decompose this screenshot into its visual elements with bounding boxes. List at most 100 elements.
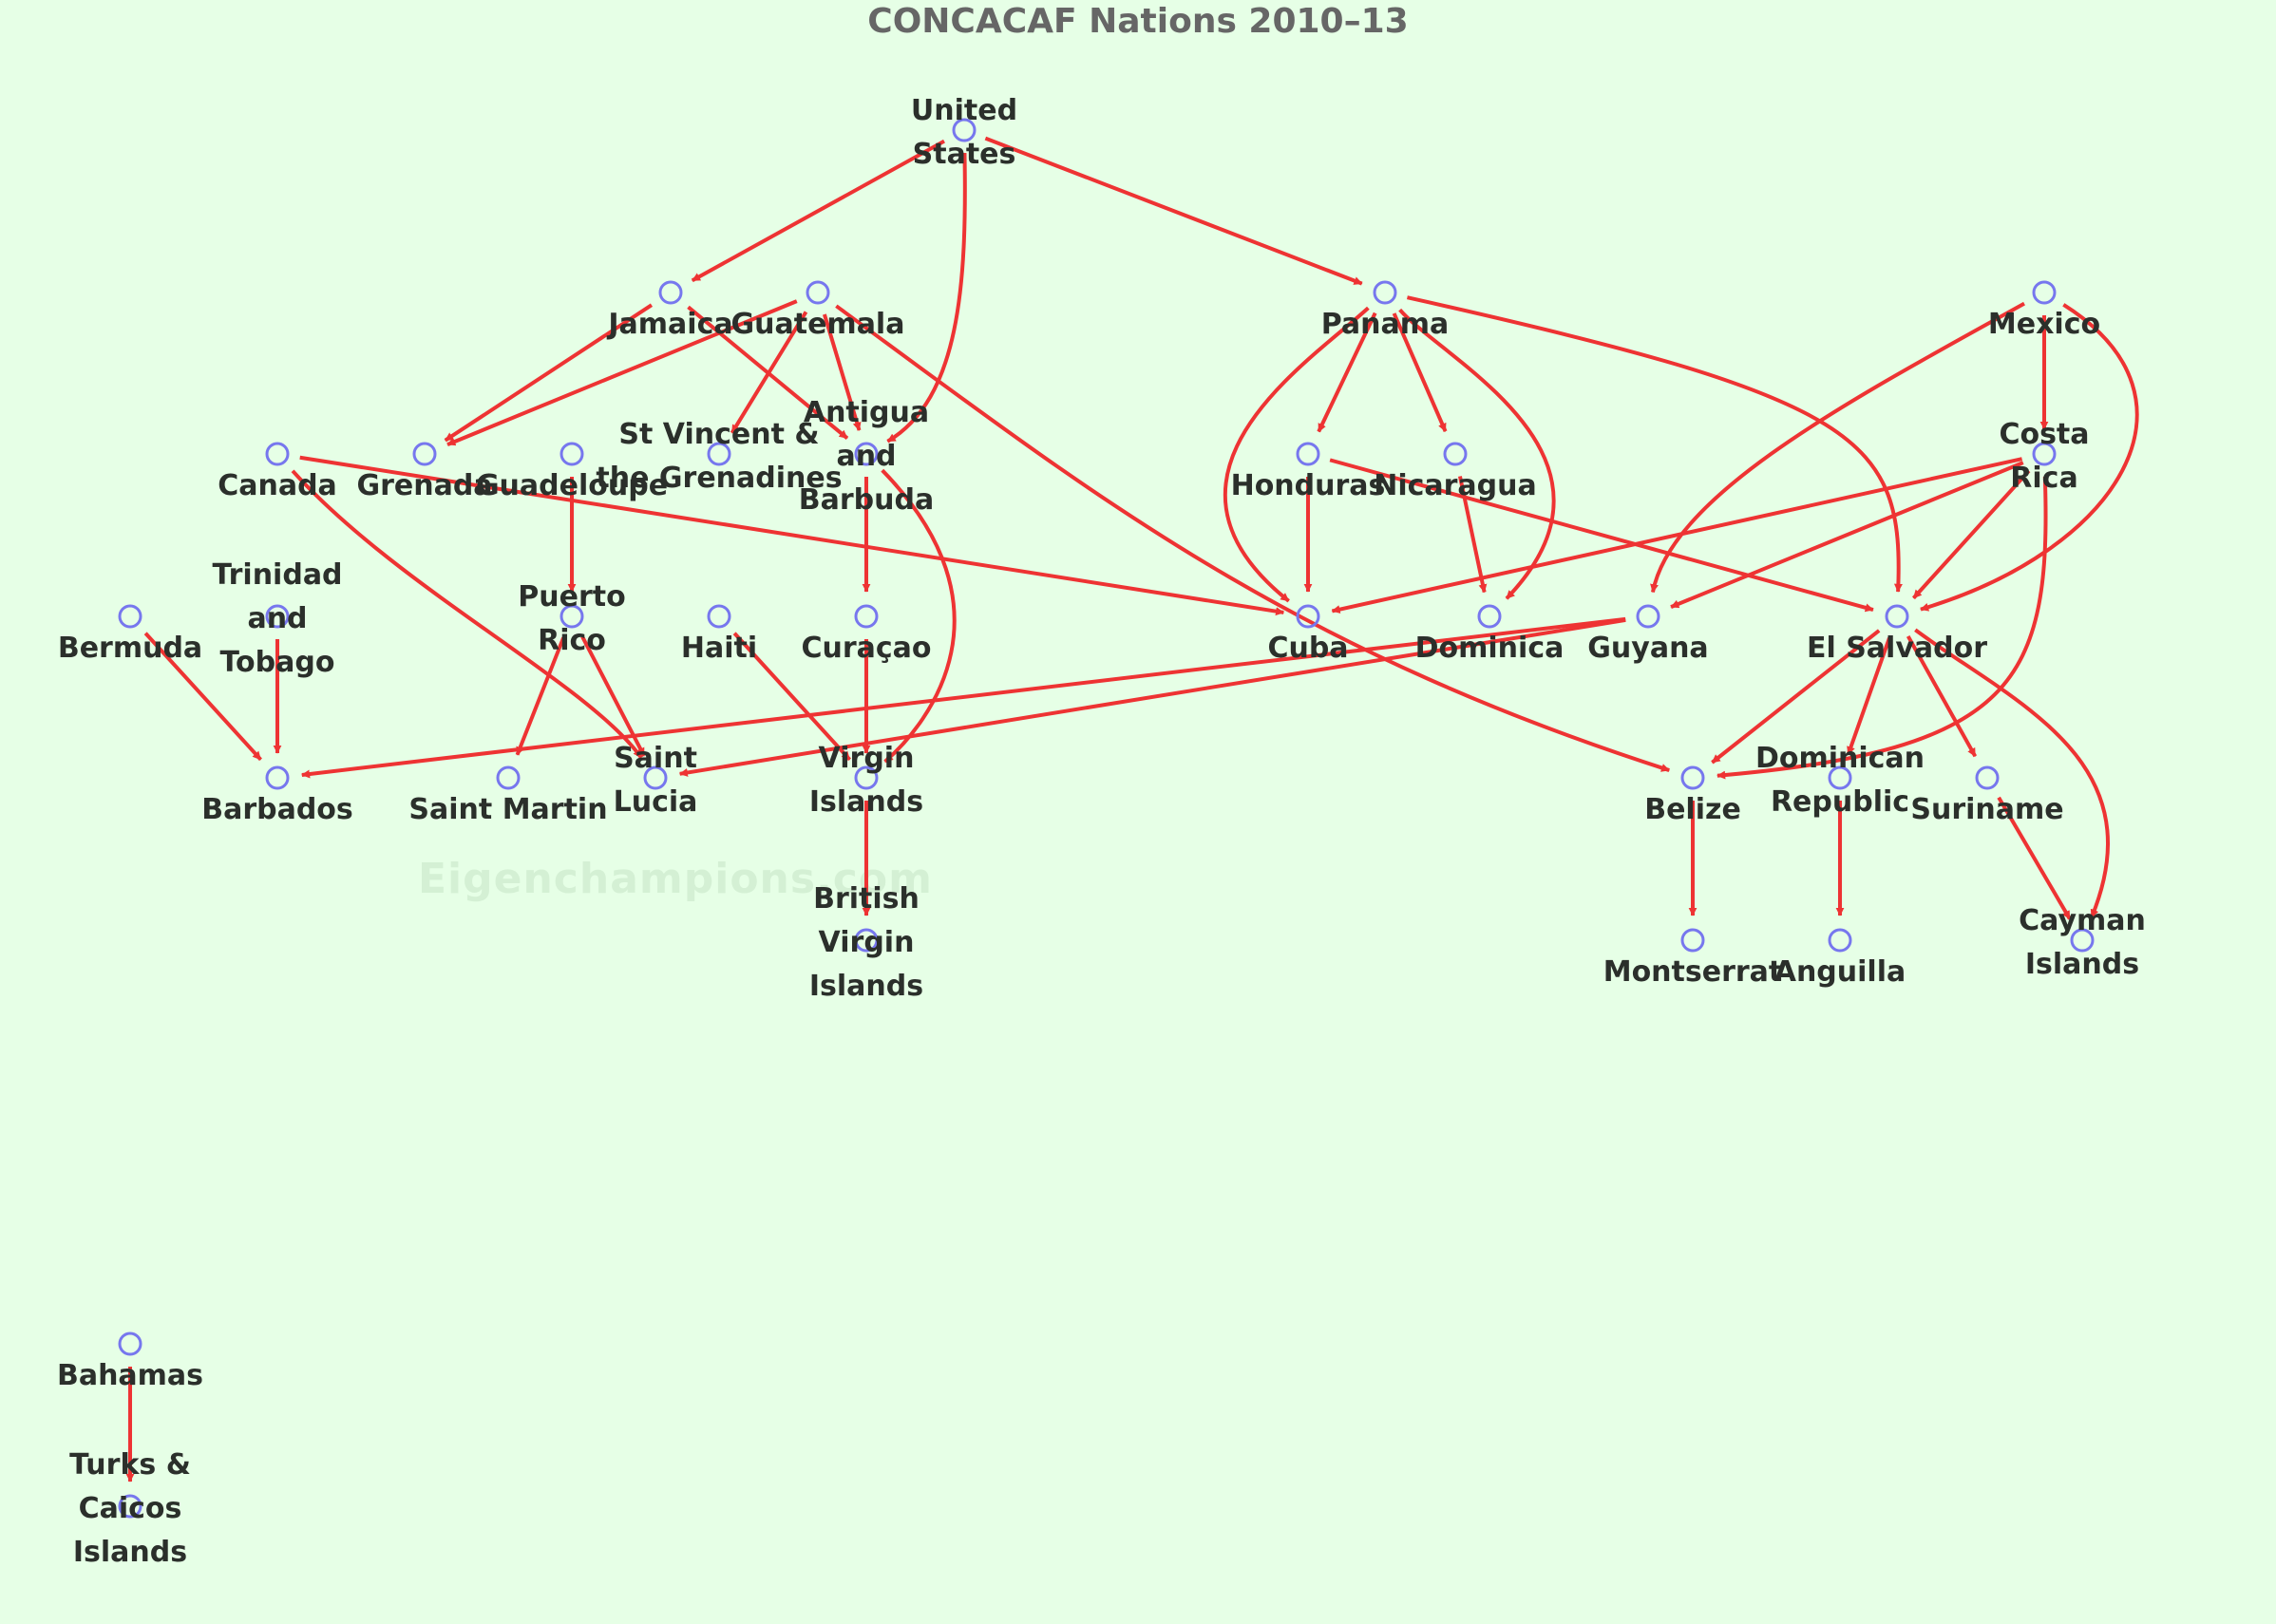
node-marker[interactable] [658, 280, 683, 305]
node-label: Virgin [819, 742, 915, 775]
node-msr[interactable]: Montserrat [1603, 928, 1783, 989]
node-cuw[interactable]: Curaçao [801, 604, 932, 665]
node-aia[interactable]: Anguilla [1774, 928, 1906, 989]
node-gua[interactable]: Guatemala [731, 280, 905, 341]
node-glp[interactable]: Guadeloupe [476, 442, 668, 502]
node-hai[interactable]: Haiti [681, 604, 757, 665]
node-label: Barbados [201, 793, 353, 826]
node-marker[interactable] [952, 118, 977, 142]
node-sur[interactable]: Suriname [1910, 765, 2064, 826]
edge-can-lca [291, 469, 643, 759]
edge-gua-blz [835, 304, 1670, 772]
node-marker[interactable] [1828, 928, 1852, 953]
node-marker[interactable] [854, 604, 879, 629]
node-marker[interactable] [2032, 442, 2057, 466]
node-marker[interactable] [1975, 765, 2000, 790]
node-label: Nicaragua [1374, 469, 1537, 502]
node-marker[interactable] [1296, 604, 1320, 629]
node-marker[interactable] [118, 1494, 142, 1519]
node-label: El Salvador [1807, 632, 1987, 665]
node-marker[interactable] [1885, 604, 1909, 629]
node-hon[interactable]: Honduras [1231, 442, 1386, 502]
node-label: Anguilla [1774, 955, 1906, 989]
node-jam[interactable]: Jamaica [606, 280, 733, 341]
node-bah[interactable]: Bahamas [57, 1331, 203, 1392]
node-vct[interactable]: St Vincent &the Grenadines [596, 418, 842, 495]
node-label: Puerto [518, 580, 625, 614]
node-label: Montserrat [1603, 955, 1783, 989]
node-label: Islands [809, 785, 923, 819]
edge-usa-jam [691, 139, 945, 283]
node-marker[interactable] [118, 1331, 142, 1356]
node-marker[interactable] [854, 928, 879, 953]
node-marker[interactable] [265, 604, 290, 629]
node-mex[interactable]: Mexico [1988, 280, 2100, 341]
node-label: Barbuda [799, 483, 934, 517]
edge-pur-smt [515, 636, 566, 756]
node-ber[interactable]: Bermuda [58, 604, 202, 665]
node-marker[interactable] [1296, 442, 1320, 466]
node-marker[interactable] [265, 442, 290, 466]
node-label: Islands [73, 1536, 187, 1569]
node-marker[interactable] [560, 442, 584, 466]
node-marker[interactable] [1828, 765, 1852, 790]
node-marker[interactable] [1680, 765, 1705, 790]
node-marker[interactable] [854, 765, 879, 790]
node-slv[interactable]: El Salvador [1807, 604, 1987, 665]
node-marker[interactable] [118, 604, 142, 629]
node-smt[interactable]: Saint Martin [408, 765, 608, 826]
node-blz[interactable]: Belize [1644, 765, 1741, 826]
node-dma[interactable]: Dominica [1415, 604, 1565, 665]
node-brb[interactable]: Barbados [201, 765, 353, 826]
node-label: Guyana [1587, 632, 1708, 665]
node-marker[interactable] [1373, 280, 1397, 305]
node-marker[interactable] [643, 765, 668, 790]
node-label: and [836, 440, 896, 473]
node-marker[interactable] [496, 765, 521, 790]
node-label: Dominican [1755, 742, 1925, 775]
node-marker[interactable] [412, 442, 437, 466]
node-marker[interactable] [560, 604, 584, 629]
node-marker[interactable] [1477, 604, 1502, 629]
node-nic[interactable]: Nicaragua [1374, 442, 1537, 502]
node-marker[interactable] [707, 604, 731, 629]
node-marker[interactable] [1443, 442, 1468, 466]
chart-title: CONCACAF Nations 2010–13 [867, 2, 1409, 41]
node-label: Lucia [614, 785, 698, 819]
edge-usa-atg [886, 152, 967, 444]
node-guy[interactable]: Guyana [1587, 604, 1709, 665]
node-label: Tobago [220, 646, 335, 679]
node-can[interactable]: Canada [218, 442, 337, 502]
node-marker[interactable] [1680, 928, 1705, 953]
node-marker[interactable] [806, 280, 830, 305]
node-grn[interactable]: Grenada [356, 442, 493, 502]
node-label: Islands [2025, 948, 2139, 981]
edge-pan-slv [1406, 295, 1903, 593]
node-marker[interactable] [1636, 604, 1660, 629]
node-marker[interactable] [265, 765, 290, 790]
node-label: British [813, 882, 920, 916]
node-label: Bermuda [58, 632, 202, 665]
node-label: Saint Martin [408, 793, 607, 826]
node-marker[interactable] [2070, 928, 2095, 953]
node-pan[interactable]: Panama [1321, 280, 1450, 341]
node-label: Jamaica [606, 308, 732, 341]
node-marker[interactable] [854, 442, 879, 466]
node-marker[interactable] [707, 442, 731, 466]
edge-mex-guy [1650, 301, 2025, 594]
node-cub[interactable]: Cuba [1267, 604, 1349, 665]
node-marker[interactable] [2032, 280, 2057, 305]
